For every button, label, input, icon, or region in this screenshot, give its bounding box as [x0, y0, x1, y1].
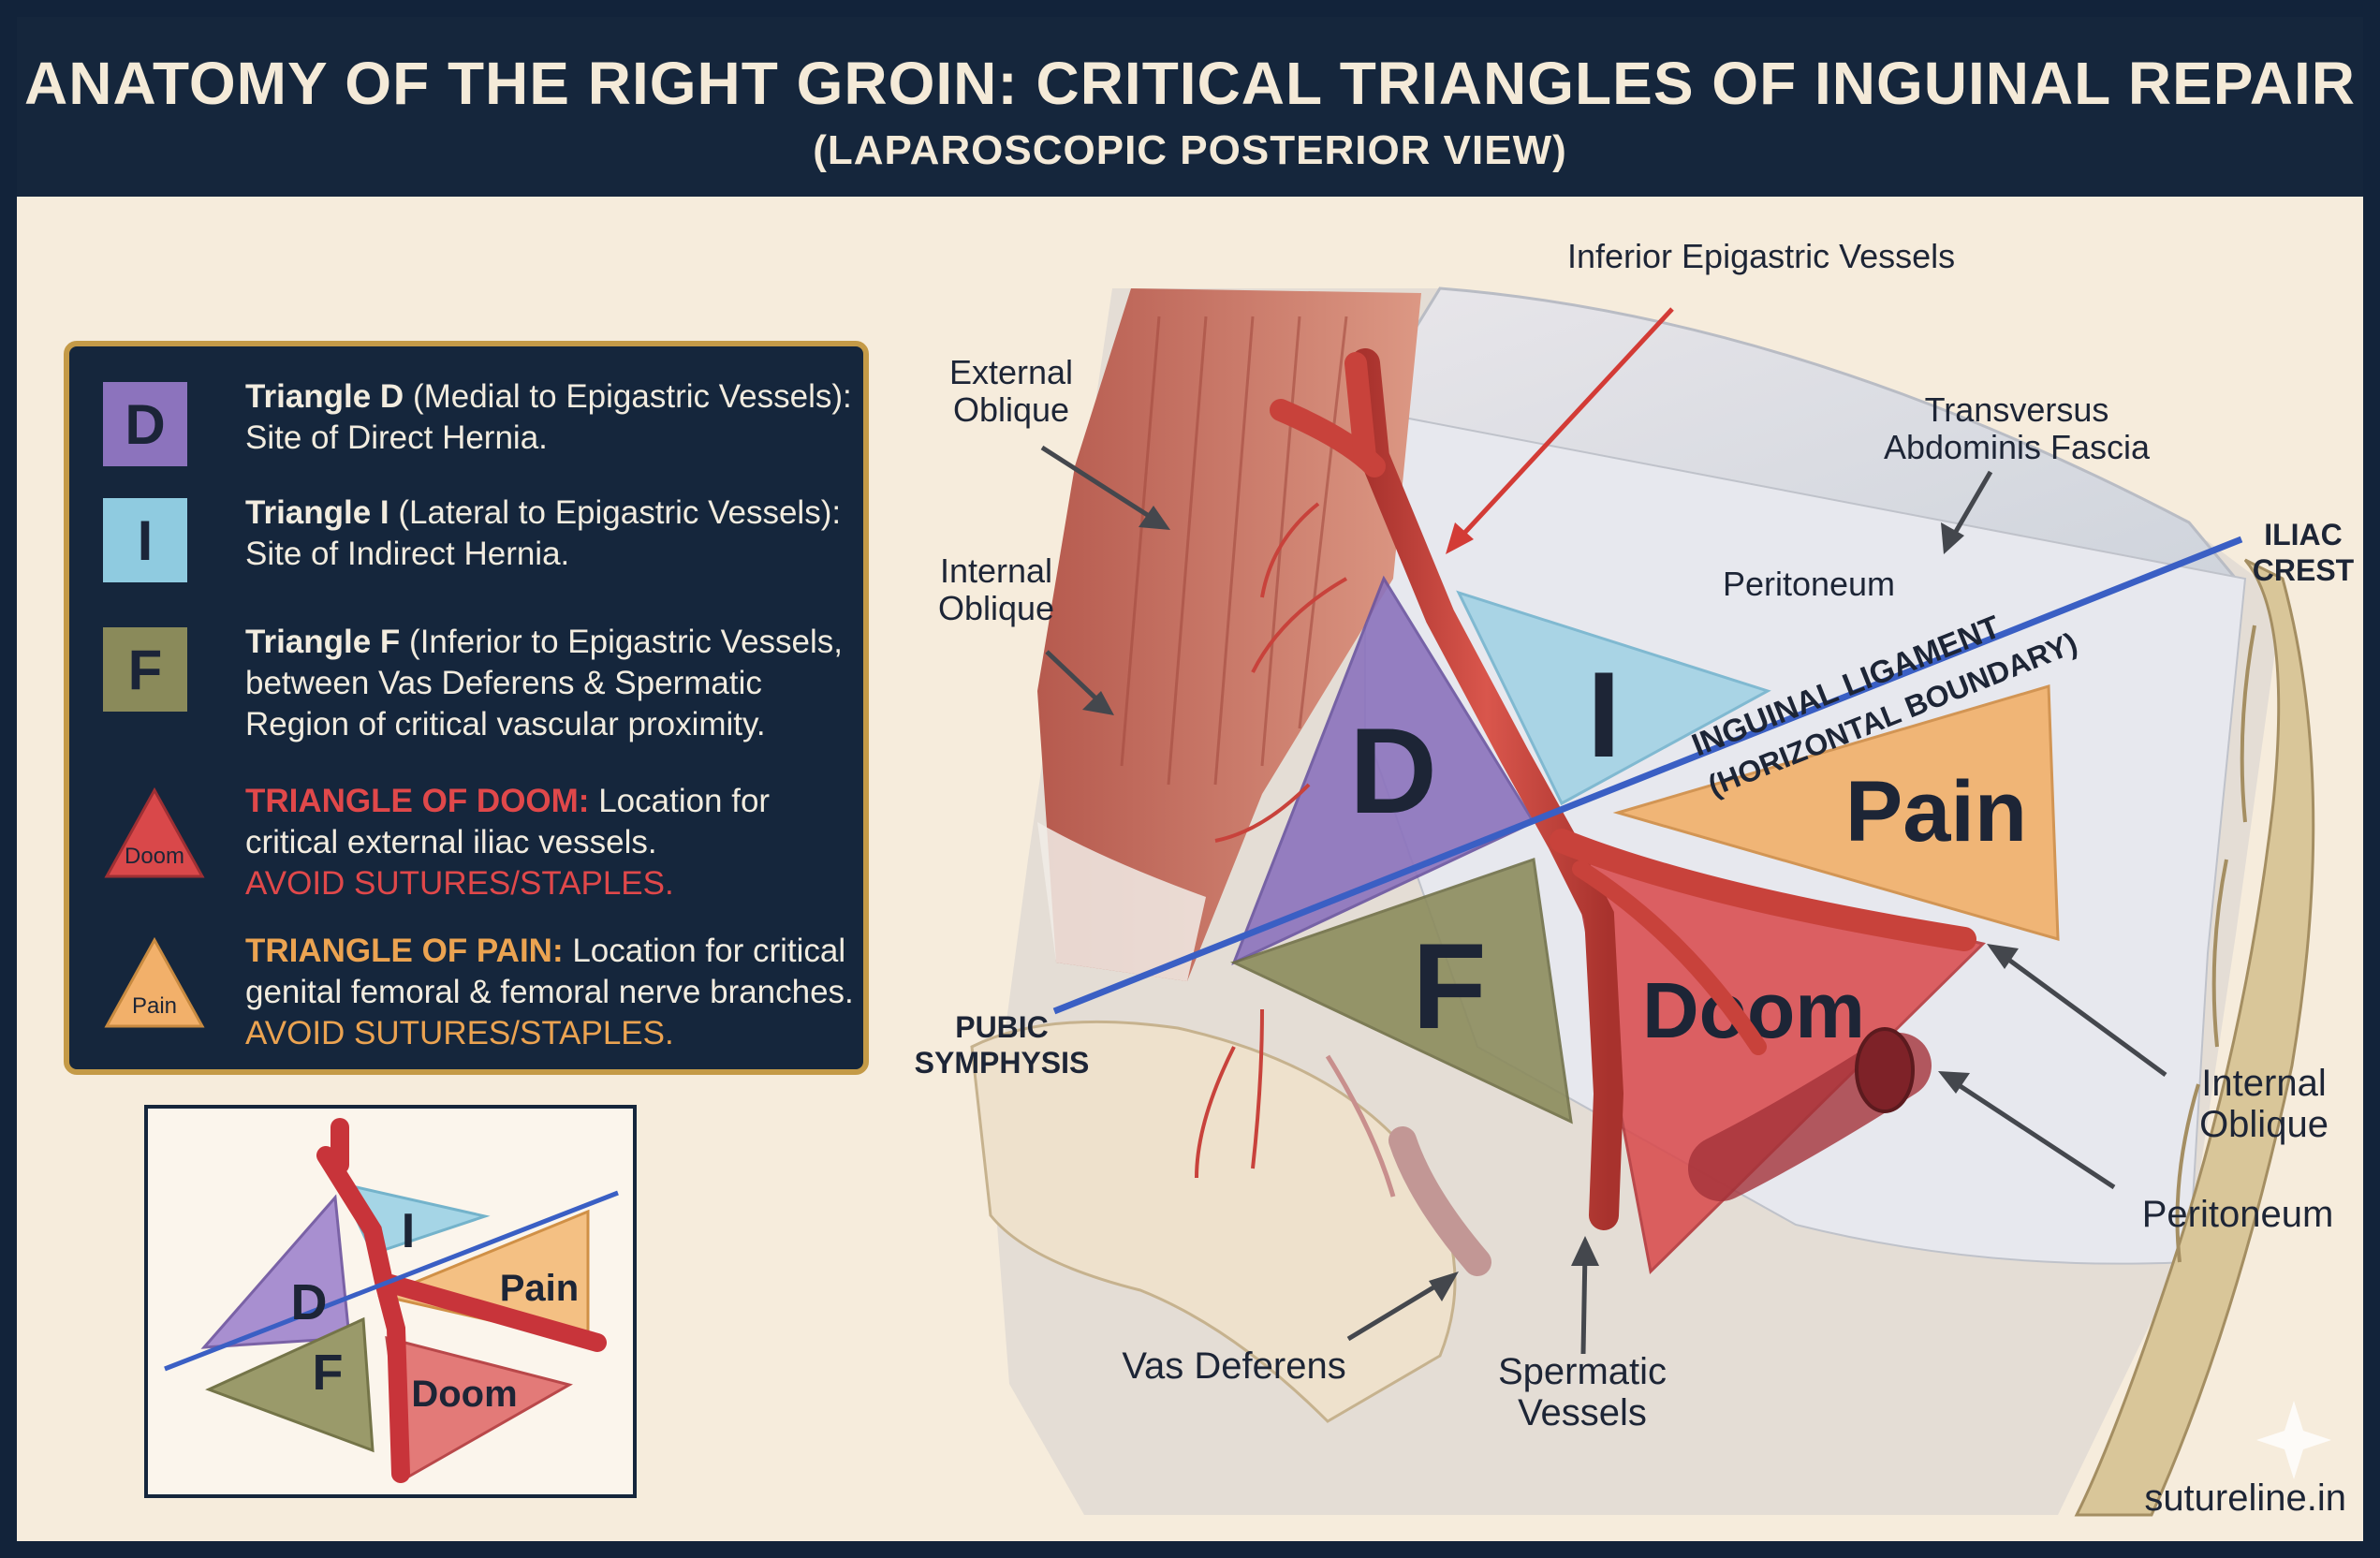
sparkle-icon — [2256, 1401, 2331, 1479]
legend-title-doom: TRIANGLE OF DOOM: — [245, 783, 590, 819]
spermatic-vessels-label-2: Vessels — [1518, 1392, 1647, 1433]
triangle-d: D — [1231, 575, 1536, 965]
iliac-crest — [2074, 558, 2315, 1517]
doom-triangle-icon: Doom — [104, 786, 205, 878]
pointer-arrows — [1040, 445, 2167, 1355]
legend-desc-pain: Location for critical — [563, 933, 846, 969]
iliac-crest-label-1: ILIAC — [2264, 518, 2343, 551]
anatomy-labels: Inferior Epigastric Vessels External Obl… — [915, 237, 2355, 1433]
pain-triangle-icon-label: Pain — [132, 993, 177, 1019]
mini-schematic-drawing: D I Pain F Doom — [164, 1118, 619, 1483]
legend-title-i: Triangle I — [245, 494, 389, 531]
pubic-symphysis-label-2: SYMPHYSIS — [915, 1046, 1090, 1080]
legend-title-f: Triangle F — [245, 624, 401, 660]
legend-text-doom: TRIANGLE OF DOOM: Location for critical … — [245, 781, 863, 904]
oblique-muscles — [1037, 288, 1421, 981]
mini-schematic: D I Pain F Doom — [144, 1105, 637, 1498]
transversus-label-1: Transversus — [1925, 390, 2109, 429]
internal-oblique-right-label-1: Internal — [2201, 1063, 2326, 1104]
legend-desc-d: (Medial to Epigastric Vessels): — [404, 378, 852, 415]
external-iliac-vessel — [1688, 1027, 1932, 1201]
legend-title-pain: TRIANGLE OF PAIN: — [245, 933, 564, 969]
pubic-symphysis-label-1: PUBIC — [955, 1010, 1049, 1044]
legend-text-f: Triangle F (Inferior to Epigastric Vesse… — [245, 622, 863, 745]
triangle-f: F — [1230, 857, 1573, 1124]
internal-oblique-right-label-2: Oblique — [2199, 1104, 2329, 1145]
vas-deferens — [1325, 1054, 1491, 1276]
legend-title-d: Triangle D — [245, 378, 404, 415]
legend-text-pain: TRIANGLE OF PAIN: Location for critical … — [245, 931, 863, 1054]
legend-desc-i: (Lateral to Epigastric Vessels): — [389, 494, 842, 531]
external-oblique-label-1: External — [949, 353, 1073, 391]
legend-warning-pain: AVOID SUTURES/STAPLES. — [245, 1015, 674, 1051]
header-banner: ANATOMY OF THE RIGHT GROIN: CRITICAL TRI… — [17, 17, 2363, 197]
legend-panel: D Triangle D (Medial to Epigastric Vesse… — [64, 341, 869, 1075]
legend-warning-doom: AVOID SUTURES/STAPLES. — [245, 865, 674, 902]
mini-label-f: F — [313, 1345, 344, 1401]
triangle-d-label: D — [1349, 702, 1437, 839]
inguinal-ligament-line — [1052, 536, 2243, 1015]
triangle-f-label: F — [1412, 918, 1486, 1054]
mini-label-i: I — [402, 1204, 415, 1258]
triangle-pain-label: Pain — [1845, 764, 2027, 860]
pain-triangle-icon: Pain — [104, 936, 205, 1028]
legend-desc-pain-2: genital femoral & femoral nerve branches… — [245, 974, 854, 1010]
inferior-epigastric-label: Inferior Epigastric Vessels — [1567, 237, 1955, 275]
mini-label-d: D — [291, 1274, 328, 1330]
legend-desc-f-3: Region of critical vascular proximity. — [245, 706, 766, 742]
triangle-pain: Pain — [1612, 684, 2060, 942]
infographic: ANATOMY OF THE RIGHT GROIN: CRITICAL TRI… — [17, 17, 2363, 1541]
triangle-i: I — [1456, 590, 1771, 806]
triangle-i-label: I — [1587, 646, 1621, 783]
mini-label-doom: Doom — [411, 1374, 517, 1415]
legend-desc-f-2: between Vas Deferens & Spermatic — [245, 665, 762, 701]
peritoneum-top-label: Peritoneum — [1723, 565, 1895, 603]
iliac-crest-label-2: CREST — [2253, 553, 2355, 587]
anatomy-illustration: D I Pain F Doom — [915, 237, 2355, 1517]
legend-desc-doom: Location for — [589, 783, 771, 819]
legend-badge-i: I — [103, 498, 187, 582]
internal-oblique-label-2: Oblique — [938, 589, 1054, 627]
page-subtitle: (LAPAROSCOPIC POSTERIOR VIEW) — [813, 127, 1567, 173]
legend-desc-d-2: Site of Direct Hernia. — [245, 419, 548, 456]
transversus-label-2: Abdominis Fascia — [1884, 428, 2151, 466]
internal-oblique-label-1: Internal — [940, 551, 1052, 590]
legend-text-d: Triangle D (Medial to Epigastric Vessels… — [245, 376, 863, 459]
mini-triangle-f — [205, 1316, 375, 1453]
vas-deferens-label: Vas Deferens — [1122, 1345, 1345, 1387]
page-title: ANATOMY OF THE RIGHT GROIN: CRITICAL TRI… — [24, 50, 2356, 117]
mini-label-pain: Pain — [500, 1268, 579, 1309]
legend-desc-i-2: Site of Indirect Hernia. — [245, 536, 570, 572]
inferior-epigastric-vessels — [1195, 348, 1976, 1230]
legend-desc-doom-2: critical external iliac vessels. — [245, 824, 657, 860]
legend-text-i: Triangle I (Lateral to Epigastric Vessel… — [245, 492, 863, 575]
peritoneum-right-label: Peritoneum — [2142, 1194, 2334, 1235]
legend-badge-f: F — [103, 627, 187, 712]
external-oblique-label-2: Oblique — [953, 390, 1069, 429]
legend-badge-d: D — [103, 382, 187, 466]
site-credit: sutureline.in — [2144, 1477, 2346, 1519]
legend-desc-f: (Inferior to Epigastric Vessels, — [400, 624, 844, 660]
epigastric-pointer — [1446, 307, 1674, 554]
mini-ligament-line — [164, 1190, 619, 1372]
doom-triangle-icon-label: Doom — [125, 844, 184, 869]
spermatic-vessels-label-1: Spermatic — [1498, 1351, 1667, 1392]
